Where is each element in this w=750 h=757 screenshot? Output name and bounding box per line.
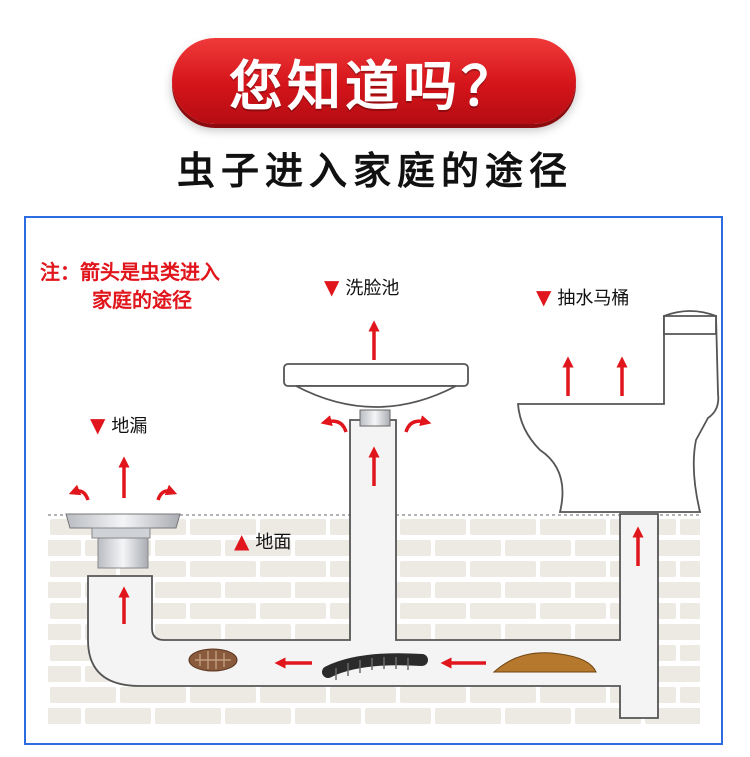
title-banner: 您知道吗？ — [172, 38, 576, 124]
note-line-2: 家庭的途径 — [92, 288, 192, 312]
toilet-label: ▼抽水马桶 — [536, 285, 630, 309]
down-triangle-icon: ▼ — [90, 413, 106, 437]
wash-basin — [283, 363, 469, 427]
toilet — [517, 310, 720, 513]
millipede — [322, 653, 428, 680]
down-triangle-icon: ▼ — [536, 285, 552, 309]
woodlouse — [188, 648, 238, 672]
ground-label: ▲地面 — [234, 529, 292, 553]
down-triangle-icon: ▼ — [324, 275, 340, 299]
page-subtitle: 虫子进入家庭的途径 — [176, 149, 573, 193]
drain-pipes — [87, 419, 659, 719]
slug — [492, 652, 597, 673]
floor-drain-label: ▼地漏 — [90, 413, 148, 437]
page-title: 您知道吗？ — [229, 54, 519, 118]
legend-note: 注：箭头是虫类进入 家庭的途径 — [40, 258, 220, 314]
note-line-1: 注：箭头是虫类进入 — [40, 260, 220, 284]
floor-drain — [65, 513, 181, 569]
insect-path-arrows — [68, 320, 644, 669]
up-triangle-icon: ▲ — [234, 529, 250, 553]
sink-label: ▼洗脸池 — [324, 275, 400, 299]
